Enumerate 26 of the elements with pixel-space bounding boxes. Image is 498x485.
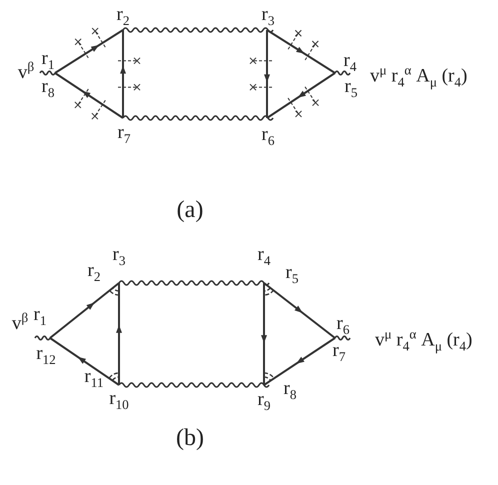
vertex-label: r$_{11}$ [84, 366, 104, 390]
vertex-label: v$^{β}$ [12, 310, 28, 334]
vertex-label: r$_{8}$ [42, 76, 54, 100]
vertex-label: r$_{2}$ [88, 260, 100, 284]
panel-label: (b) [176, 426, 204, 450]
vertex-label: r$_{8}$ [284, 378, 296, 402]
vertex-label: r$_{7}$ [118, 122, 130, 146]
vertex-label: r$_{10}$ [109, 388, 129, 412]
panel-label: (a) [176, 198, 204, 222]
vertex-label: r$_{12}$ [36, 344, 56, 366]
vertex-label: r$_{1}$ [34, 304, 46, 328]
vertex-label: r$_{1}$ [42, 48, 54, 72]
vertex-label: v$^{β}$ [18, 60, 34, 82]
vertex-label: r$_{6}$ [336, 314, 350, 336]
vertex-label: r$_{7}$ [332, 340, 346, 364]
vertex-label: r$_{9}$ [258, 390, 270, 412]
field-expression: v$^{μ}$ r$_{4}$$^{α}$ A$_{μ}$ (r$_{4}$) [370, 63, 468, 89]
vertex-label: r$_{3}$ [112, 244, 126, 268]
vertex-label: r$_{3}$ [262, 4, 274, 28]
vertex-label: r$_{4}$ [344, 50, 356, 74]
vertex-label: r$_{5}$ [344, 76, 358, 100]
vertex-label: r$_{6}$ [262, 124, 274, 148]
vertex-label: r$_{5}$ [286, 262, 298, 286]
vertex-label: r$_{4}$ [258, 244, 270, 268]
field-expression: v$^{μ}$ r$_{4}$$^{α}$ A$_{μ}$ (r$_{4}$) [375, 327, 472, 353]
vertex-label: r$_{2}$ [116, 4, 130, 28]
